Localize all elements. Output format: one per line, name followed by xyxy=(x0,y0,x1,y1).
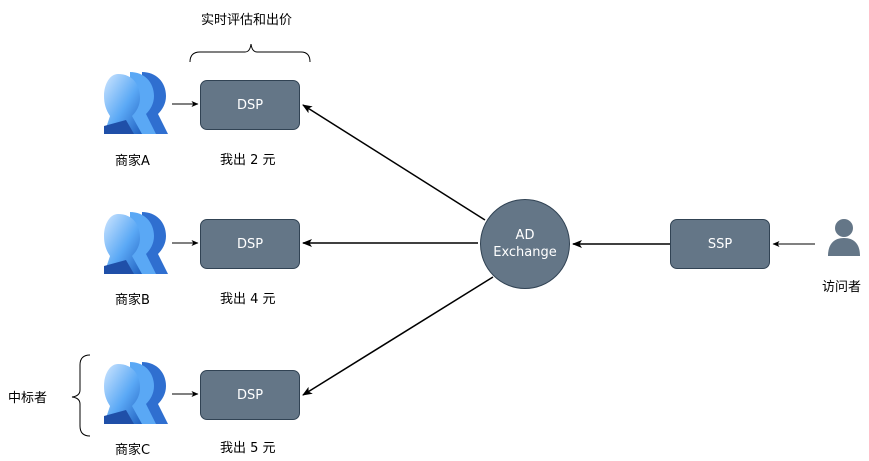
ad-exchange-node[interactable]: AD Exchange xyxy=(480,199,570,289)
ad-exchange-line1: AD xyxy=(515,228,535,243)
exchange-to-dsp-3-arrow xyxy=(302,276,494,396)
dsp-box-1-label: DSP xyxy=(236,97,264,113)
dsp-1-bid-label: 我出 2 元 xyxy=(220,153,276,168)
person-icon xyxy=(828,219,860,256)
dsp-box-1[interactable]: DSP xyxy=(200,80,300,130)
dsp-box-2[interactable]: DSP xyxy=(200,219,300,269)
left-brace xyxy=(71,354,91,437)
visitor-label: 访问者 xyxy=(822,280,862,295)
left-brace-label: 中标者 xyxy=(8,391,48,406)
merchant-b-label: 商家B xyxy=(115,293,150,308)
dsp-box-3[interactable]: DSP xyxy=(200,370,300,420)
ssp-box[interactable]: SSP xyxy=(670,219,770,269)
merchant-a-icon xyxy=(104,72,168,134)
dsp-box-3-label: DSP xyxy=(236,387,264,403)
merchant-c-label: 商家C xyxy=(115,443,151,458)
top-brace-label: 实时评估和出价 xyxy=(201,13,293,28)
dsp-2-bid-label: 我出 4 元 xyxy=(220,292,276,307)
top-brace xyxy=(189,43,311,63)
merchant-a-label: 商家A xyxy=(115,154,150,169)
dsp-3-bid-label: 我出 5 元 xyxy=(220,441,276,456)
dsp-box-2-label: DSP xyxy=(236,236,264,252)
exchange-to-dsp-1-arrow xyxy=(302,104,486,221)
ssp-box-label: SSP xyxy=(707,236,733,252)
ad-exchange-line2: Exchange xyxy=(493,245,557,260)
merchant-c-icon xyxy=(104,362,168,424)
merchant-b-icon xyxy=(104,212,168,274)
